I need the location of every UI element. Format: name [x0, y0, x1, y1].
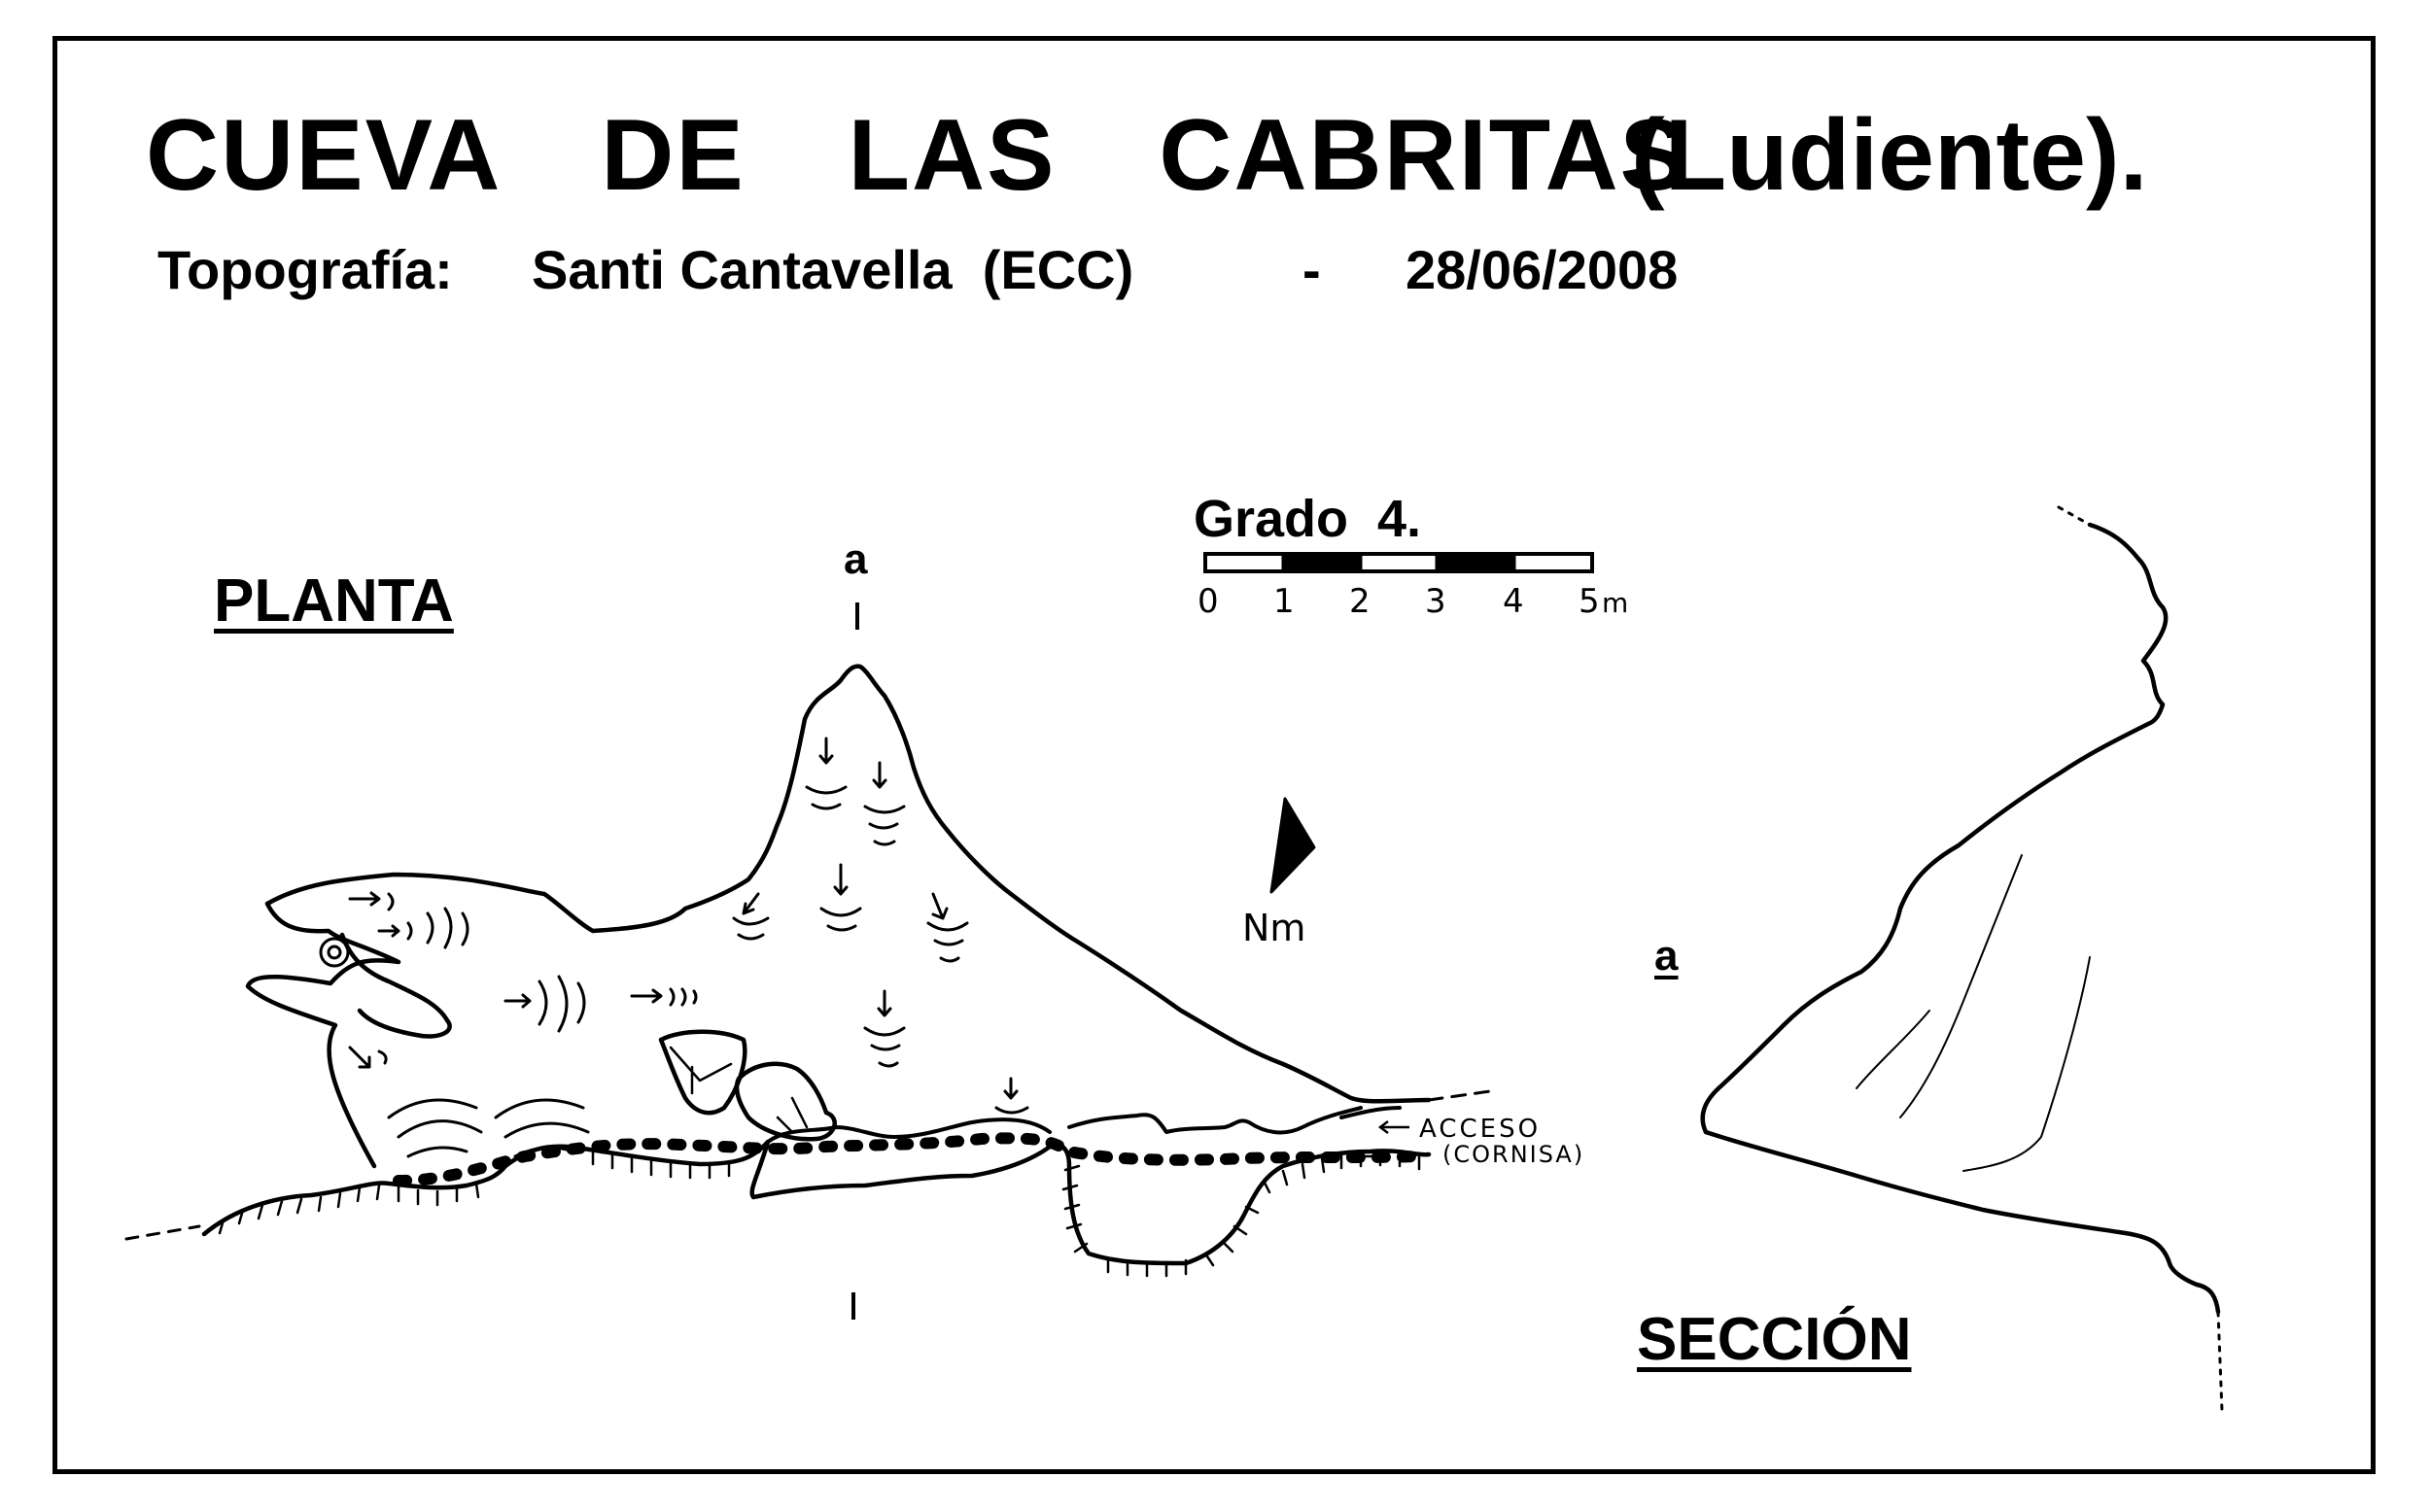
- cave-section: [1700, 505, 2224, 1413]
- section-line-label-profile: a: [1654, 932, 1679, 979]
- credit-date: 28/06/2008: [1406, 239, 1679, 300]
- scale-bar: 0 1 2 3 4 5 m: [1198, 552, 1628, 621]
- section-line-label-plan: a: [844, 535, 868, 583]
- scale-tick-label: 1: [1273, 582, 1295, 621]
- cave-plan: [124, 664, 1499, 1278]
- access-note: (CORNISA): [1442, 1141, 1584, 1168]
- scale-segment-dark: [1437, 554, 1514, 571]
- access-label: Acceso: [1419, 1115, 1541, 1144]
- north-arrow: Nm: [1242, 797, 1316, 949]
- cave-title: CUEVA DE LAS CABRITAS: [146, 99, 1689, 212]
- north-label: Nm: [1242, 907, 1305, 949]
- scale-segment-dark: [1283, 554, 1361, 571]
- scale-unit: m: [1602, 587, 1628, 619]
- scale-tick-label: 3: [1425, 582, 1446, 621]
- credit-author: Santi Cantavella (ECC): [532, 239, 1134, 300]
- scale-tick-label: 2: [1349, 582, 1371, 621]
- scale-tick-label: 5: [1579, 582, 1600, 621]
- credit-separator: -: [1302, 239, 1321, 300]
- access-annotation: Acceso (CORNISA): [1348, 1115, 1584, 1168]
- plan-view-label: PLANTA: [214, 567, 454, 635]
- scale-tick-label: 4: [1503, 582, 1524, 621]
- section-view-label: SECCIÓN: [1637, 1306, 1912, 1373]
- survey-grade: Grado 4.: [1194, 490, 1422, 548]
- scale-tick-label: 0: [1198, 582, 1219, 621]
- cave-location: (Ludiente).: [1631, 99, 2148, 212]
- map-border: [52, 36, 2376, 1474]
- credit-label: Topografía:: [157, 239, 453, 300]
